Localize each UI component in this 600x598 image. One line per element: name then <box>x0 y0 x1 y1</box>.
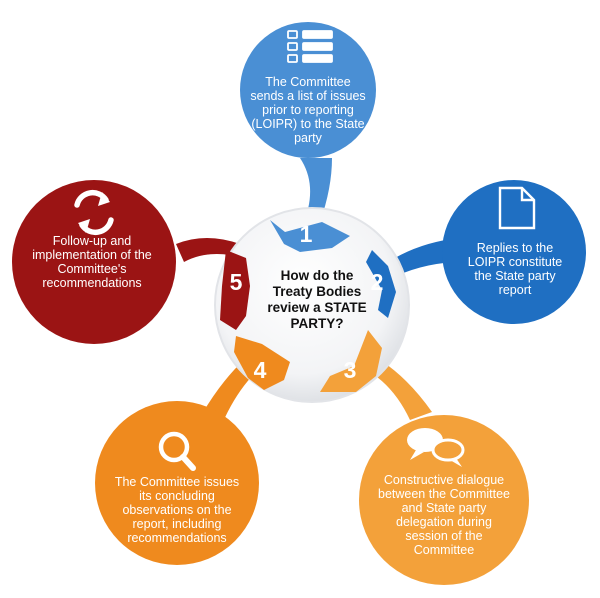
center-question: How do the Treaty Bodies review a STATE … <box>267 268 367 331</box>
list-icon <box>287 30 333 63</box>
bubble-step-2 <box>442 180 586 324</box>
cycle-arrow-1 <box>270 220 350 252</box>
cycle-arrow-4 <box>234 336 290 390</box>
step-number-3: 3 <box>343 357 357 383</box>
connector-step-1 <box>300 158 332 222</box>
bubble-step-3 <box>359 415 529 585</box>
bubble-step-5 <box>12 180 176 344</box>
step-4-text: The Committee issues its concluding obse… <box>114 475 240 545</box>
magnifier-icon <box>158 431 196 471</box>
bubble-step-4 <box>95 401 259 565</box>
connector-step-5 <box>176 238 240 262</box>
step-1-text: The Committee sends a list of issues pri… <box>250 75 366 145</box>
cycle-arrow-5 <box>220 250 250 330</box>
document-icon <box>498 186 536 230</box>
step-number-2: 2 <box>370 269 384 295</box>
step-number-5: 5 <box>229 269 243 295</box>
step-2-text: Replies to the LOIPR constitute the Stat… <box>467 241 563 297</box>
cycle-arrow-2 <box>366 250 396 318</box>
refresh-icon <box>74 189 114 236</box>
bubble-step-1 <box>240 22 376 158</box>
step-number-4: 4 <box>253 357 267 383</box>
connector-step-3 <box>370 360 432 420</box>
cycle-arrow-3 <box>320 330 382 392</box>
step-number-1: 1 <box>299 221 313 247</box>
step-5-text: Follow-up and implementation of the Comm… <box>32 234 152 290</box>
step-3-text: Constructive dialogue between the Commit… <box>378 473 511 557</box>
connector-step-4 <box>202 358 256 424</box>
speech-bubbles-icon <box>407 428 465 467</box>
